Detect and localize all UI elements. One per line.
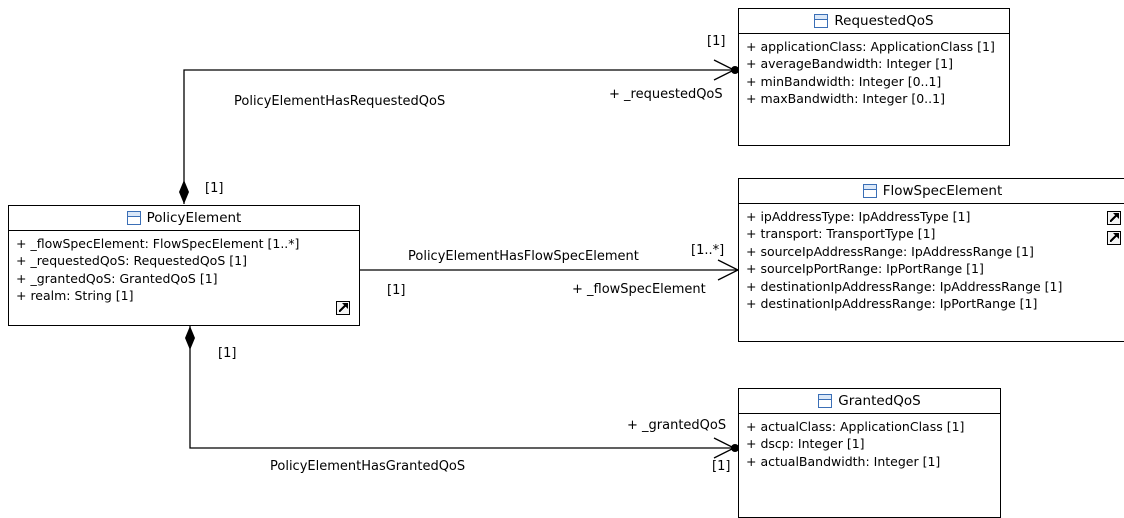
attribute[interactable]: + _requestedQoS: RequestedQoS [1] [16, 253, 247, 269]
class-header: FlowSpecElement [739, 179, 1124, 204]
requested-target-multiplicity[interactable]: [1] [707, 34, 726, 49]
attribute[interactable]: + applicationClass: ApplicationClass [1] [746, 39, 995, 54]
granted-association-name[interactable]: PolicyElementHasGrantedQoS [270, 459, 466, 474]
requested-source-multiplicity[interactable]: [1] [205, 181, 224, 196]
granted-target-multiplicity[interactable]: [1] [712, 459, 731, 474]
flowspec-source-multiplicity[interactable]: [1] [387, 283, 406, 298]
granted-qos-composition-diamond [185, 326, 195, 350]
flowspec-association-name[interactable]: PolicyElementHasFlowSpecElement [408, 249, 639, 264]
granted-role-label[interactable]: + _grantedQoS [627, 418, 727, 433]
attribute-list: + _flowSpecElement: FlowSpecElement [1..… [9, 231, 359, 305]
attribute[interactable]: + averageBandwidth: Integer [1] [746, 56, 953, 72]
class-name: PolicyElement [146, 210, 242, 226]
granted-qos-owned-end-dot [731, 444, 739, 452]
class-icon [818, 394, 833, 408]
attribute[interactable]: + realm: String [1] [16, 288, 134, 304]
policy-element-class[interactable]: PolicyElement + _flowSpecElement: FlowSp… [8, 205, 360, 326]
attribute[interactable]: + actualBandwidth: Integer [1] [746, 453, 941, 469]
requested-qos-association-line[interactable] [183, 69, 734, 204]
requested-role-label[interactable]: + _requestedQoS [609, 87, 723, 102]
attribute[interactable]: + dscp: Integer [1] [746, 436, 865, 452]
attribute[interactable]: + actualClass: ApplicationClass [1] [746, 419, 965, 434]
attribute-list: + actualClass: ApplicationClass [1] + ds… [739, 414, 1000, 470]
attribute[interactable]: + destinationIpAddressRange: IpAddressRa… [746, 278, 1063, 294]
class-icon [814, 14, 829, 28]
class-header: GrantedQoS [739, 389, 1000, 414]
navigate-arrow-icon[interactable] [1107, 211, 1121, 225]
attribute[interactable]: + minBandwidth: Integer [0..1] [746, 73, 942, 89]
class-header: RequestedQoS [739, 9, 1009, 34]
attribute[interactable]: + maxBandwidth: Integer [0..1] [746, 91, 945, 107]
attribute[interactable]: + sourceIpAddressRange: IpAddressRange [… [746, 243, 1034, 259]
attribute[interactable]: + transport: TransportType [1] [746, 226, 936, 242]
flow-spec-element-class[interactable]: FlowSpecElement + ipAddressType: IpAddre… [738, 178, 1124, 342]
attribute[interactable]: + ipAddressType: IpAddressType [1] [746, 209, 971, 224]
requested-qos-composition-diamond [179, 180, 189, 204]
attribute[interactable]: + sourceIpPortRange: IpPortRange [1] [746, 261, 984, 277]
granted-qos-class[interactable]: GrantedQoS + actualClass: ApplicationCla… [738, 388, 1001, 518]
class-name: GrantedQoS [838, 393, 921, 409]
class-icon [126, 211, 141, 225]
requested-qos-owned-end-dot [731, 66, 739, 74]
requested-association-name[interactable]: PolicyElementHasRequestedQoS [234, 94, 446, 109]
attribute[interactable]: + _flowSpecElement: FlowSpecElement [1..… [16, 236, 300, 251]
attribute-list: + applicationClass: ApplicationClass [1]… [739, 34, 1009, 108]
granted-source-multiplicity[interactable]: [1] [218, 346, 237, 361]
attribute-list: + ipAddressType: IpAddressType [1] + tra… [739, 204, 1124, 312]
granted-qos-association-line[interactable] [189, 326, 734, 449]
requested-qos-class[interactable]: RequestedQoS + applicationClass: Applica… [738, 8, 1010, 146]
class-name: FlowSpecElement [882, 183, 1003, 199]
flowspec-role-label[interactable]: + _flowSpecElement [572, 282, 706, 297]
class-name: RequestedQoS [834, 13, 934, 29]
attribute[interactable]: + _grantedQoS: GrantedQoS [1] [16, 270, 218, 286]
navigate-arrow-icon[interactable] [336, 301, 350, 315]
class-header: PolicyElement [9, 206, 359, 231]
attribute[interactable]: + destinationIpAddressRange: IpPortRange… [746, 296, 1038, 312]
navigate-arrow-icon[interactable] [1107, 231, 1121, 245]
class-icon [862, 184, 877, 198]
flowspec-target-multiplicity[interactable]: [1..*] [691, 243, 725, 258]
